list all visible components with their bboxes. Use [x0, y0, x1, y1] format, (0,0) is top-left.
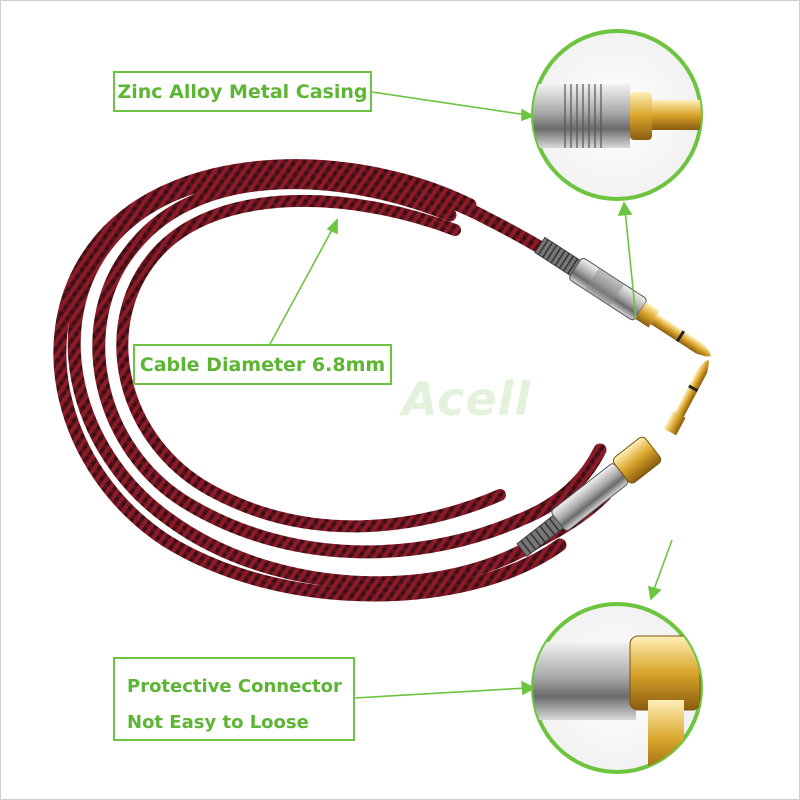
- right-angle-jack: [516, 359, 709, 558]
- diameter-callout: Cable Diameter 6.8mm: [133, 344, 392, 385]
- zoom-circle-casing: [531, 29, 703, 201]
- brand-watermark: Acell: [402, 372, 532, 426]
- connector-callout: Protective Connector Not Easy to Loose: [113, 657, 355, 741]
- connector-callout-line2: Not Easy to Loose: [127, 712, 309, 733]
- callout-lines: [269, 91, 673, 699]
- straight-jack: [534, 236, 712, 357]
- casing-callout: Zinc Alloy Metal Casing: [113, 71, 372, 112]
- zoom-circle-connector: [531, 602, 703, 774]
- connector-callout-line1: Protective Connector: [127, 676, 342, 697]
